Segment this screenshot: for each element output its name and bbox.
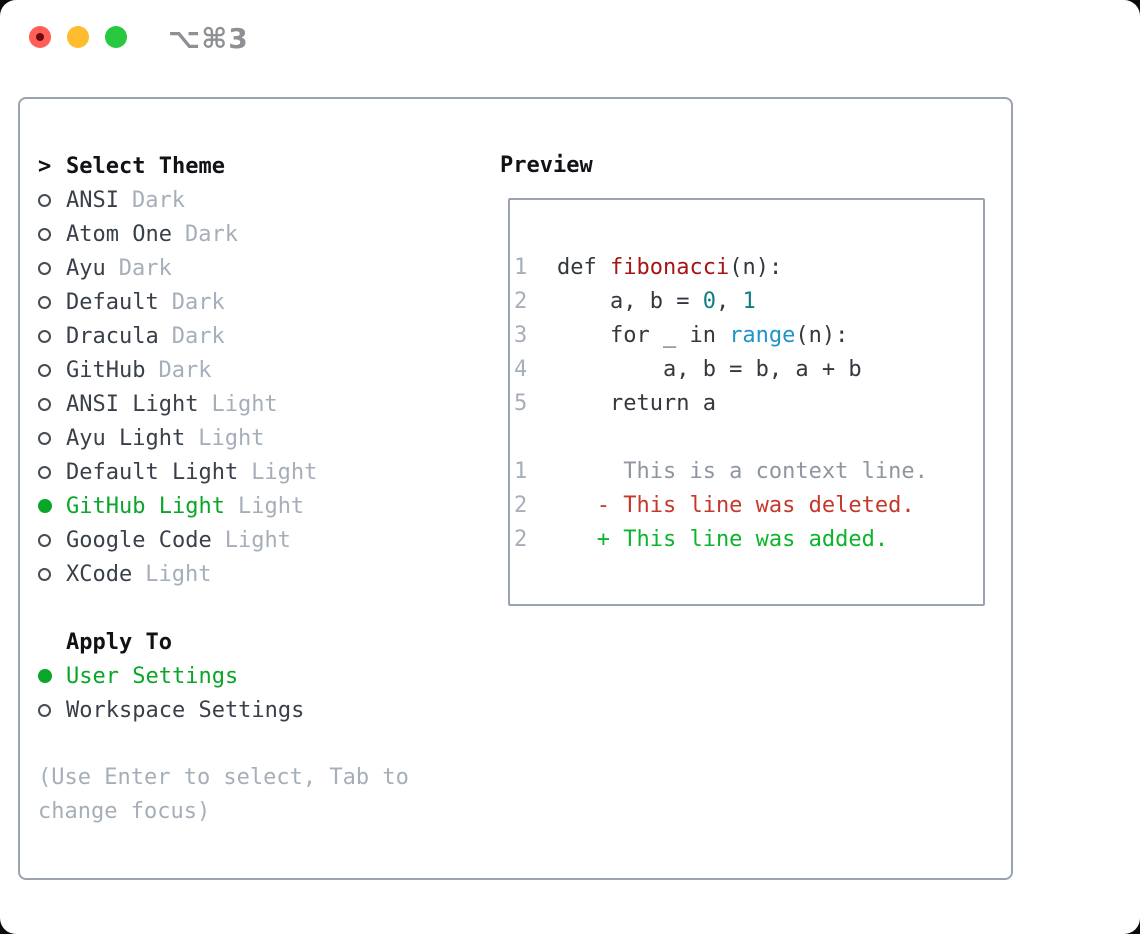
theme-name: Atom One	[66, 221, 172, 247]
theme-name: ANSI Light	[66, 391, 199, 417]
line-content: for _ in range(n):	[557, 323, 849, 348]
theme-name: ANSI	[66, 187, 119, 213]
line-content: return a	[557, 391, 716, 416]
radio-icon	[38, 397, 51, 411]
code-line: 2 + This line was added.	[514, 523, 983, 557]
code-line: 3 for _ in range(n):	[514, 319, 983, 353]
theme-variant: Light	[198, 425, 265, 451]
theme-option-default-light[interactable]: Default Light Light	[38, 455, 476, 489]
theme-name: Default Light	[66, 459, 239, 485]
select-theme-header: > Select Theme	[38, 149, 476, 183]
theme-option-dracula[interactable]: Dracula Dark	[38, 319, 476, 353]
window-title: ⌥⌘3	[168, 22, 249, 55]
line-number: 2	[514, 527, 528, 552]
line-content: - This line was deleted.	[557, 493, 915, 518]
theme-option-google-code[interactable]: Google Code Light	[38, 523, 476, 557]
apply-to-label: Apply To	[66, 629, 172, 655]
line-content: a, b = 0, 1	[557, 289, 756, 314]
radio-icon	[38, 363, 51, 377]
apply-option-label: Workspace Settings	[66, 697, 305, 723]
close-button[interactable]	[29, 26, 51, 48]
line-content: This is a context line.	[557, 459, 928, 484]
zoom-button[interactable]	[105, 26, 127, 48]
code-line: 2 a, b = 0, 1	[514, 285, 983, 319]
line-number: 1	[514, 255, 528, 280]
minimize-button[interactable]	[67, 26, 89, 48]
theme-option-default[interactable]: Default Dark	[38, 285, 476, 319]
titlebar	[29, 26, 127, 48]
radio-icon	[38, 465, 51, 479]
theme-option-github[interactable]: GitHub Dark	[38, 353, 476, 387]
radio-icon	[38, 227, 51, 241]
radio-icon	[38, 329, 51, 343]
theme-variant: Light	[211, 391, 278, 417]
radio-icon	[38, 533, 51, 547]
apply-option-workspace-settings[interactable]: Workspace Settings	[38, 693, 476, 727]
line-number: 5	[514, 391, 528, 416]
theme-variant: Dark	[158, 357, 212, 383]
line-number: 3	[514, 323, 528, 348]
theme-name: Default	[66, 289, 159, 315]
theme-name: GitHub	[66, 357, 146, 383]
radio-icon	[38, 295, 51, 309]
theme-variant: Dark	[184, 221, 238, 247]
radio-icon	[38, 193, 51, 207]
radio-icon	[38, 431, 51, 445]
radio-icon	[38, 703, 51, 717]
theme-name: XCode	[66, 561, 133, 587]
theme-name: Ayu Light	[66, 425, 186, 451]
line-number: 2	[514, 289, 528, 314]
theme-option-ayu-light[interactable]: Ayu Light Light	[38, 421, 476, 455]
code-line: 4 a, b = b, a + b	[514, 353, 983, 387]
theme-option-ayu[interactable]: Ayu Dark	[38, 251, 476, 285]
apply-option-user-settings[interactable]: User Settings	[38, 659, 476, 693]
theme-option-github-light[interactable]: GitHub Light Light	[38, 489, 476, 523]
line-number: 2	[514, 493, 528, 518]
keyboard-hint: (Use Enter to select, Tab to change focu…	[38, 765, 409, 824]
theme-variant: Dark	[131, 187, 185, 213]
preview-header: Preview	[500, 153, 593, 178]
apply-to-header: Apply To	[38, 625, 476, 659]
theme-variant: Light	[251, 459, 318, 485]
radio-selected-icon	[38, 499, 52, 513]
theme-option-ansi[interactable]: ANSI Dark	[38, 183, 476, 217]
line-content: def fibonacci(n):	[557, 255, 783, 280]
line-content: a, b = b, a + b	[557, 357, 862, 382]
theme-variant: Dark	[118, 255, 172, 281]
line-number: 4	[514, 357, 528, 382]
focus-caret-icon: >	[38, 153, 52, 179]
theme-option-atom-one[interactable]: Atom One Dark	[38, 217, 476, 251]
radio-icon	[38, 567, 51, 581]
code-line: 1 This is a context line.	[514, 455, 983, 489]
line-number: 1	[514, 459, 528, 484]
theme-variant: Light	[224, 527, 291, 553]
select-theme-label: Select Theme	[66, 153, 225, 179]
theme-variant: Dark	[171, 323, 225, 349]
radio-selected-icon	[38, 669, 52, 683]
theme-name: Google Code	[66, 527, 212, 553]
apply-option-label: User Settings	[66, 663, 239, 689]
theme-variant: Dark	[171, 289, 225, 315]
theme-variant: Light	[145, 561, 212, 587]
theme-option-xcode[interactable]: XCode Light	[38, 557, 476, 591]
code-line: 1 def fibonacci(n):	[514, 251, 983, 285]
theme-variant: Light	[237, 493, 305, 519]
theme-option-ansi-light[interactable]: ANSI Light Light	[38, 387, 476, 421]
spacer	[38, 727, 476, 761]
radio-icon	[38, 261, 51, 275]
spacer	[38, 591, 476, 625]
line-content: + This line was added.	[557, 527, 889, 552]
code-line: 5 return a	[514, 387, 983, 421]
code-line: 2 - This line was deleted.	[514, 489, 983, 523]
theme-name: Dracula	[66, 323, 159, 349]
code-line	[514, 421, 983, 455]
theme-name: GitHub Light	[66, 493, 225, 519]
theme-name: Ayu	[66, 255, 106, 281]
